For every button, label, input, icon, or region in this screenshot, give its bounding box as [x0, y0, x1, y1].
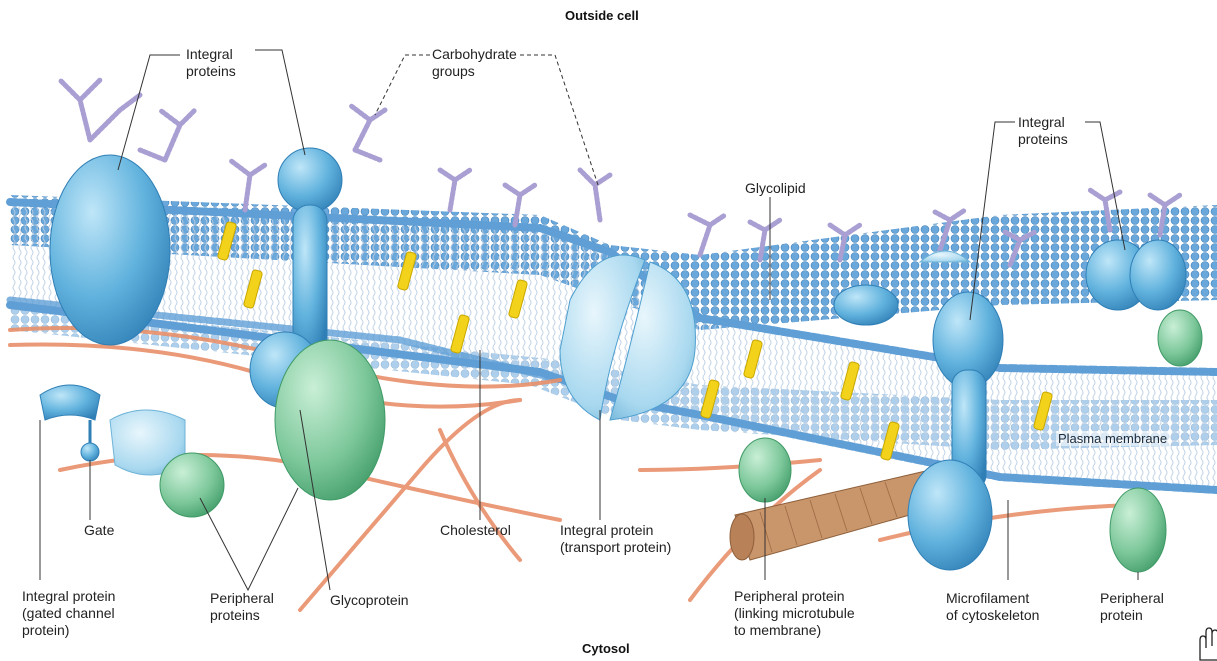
- integral-protein-large: [50, 155, 170, 345]
- label-integral-transport: Integral protein (transport protein): [560, 522, 671, 556]
- peripheral-protein-green-small: [160, 453, 224, 517]
- label-carbohydrate-groups: Carbohydrate groups: [432, 46, 517, 80]
- label-cholesterol: Cholesterol: [440, 522, 511, 539]
- peripheral-protein-green-large: [275, 340, 385, 500]
- peripheral-protein-right-upper: [1158, 310, 1202, 366]
- label-glycolipid: Glycolipid: [745, 180, 806, 197]
- label-glycoprotein: Glycoprotein: [330, 592, 409, 609]
- label-integral-proteins-left: Integral proteins: [186, 46, 236, 80]
- peripheral-protein-linking: [739, 438, 791, 502]
- label-plasma-membrane: Plasma membrane: [1056, 431, 1169, 446]
- peripheral-protein-right-lower: [1110, 488, 1166, 572]
- outside-cell-label: Outside cell: [565, 8, 639, 23]
- label-gate: Gate: [84, 522, 114, 539]
- integral-protein-far-right: [1086, 240, 1186, 310]
- hand-cursor-icon: [1200, 628, 1217, 660]
- label-microfilament: Microfilament of cytoskeleton: [946, 590, 1039, 624]
- label-peripheral-protein-right: Peripheral protein: [1100, 590, 1164, 624]
- label-peripheral-proteins: Peripheral proteins: [210, 590, 274, 624]
- label-integral-proteins-right: Integral proteins: [1018, 114, 1068, 148]
- label-peripheral-linking: Peripheral protein (linking microtubule …: [734, 588, 855, 639]
- cytosol-label: Cytosol: [582, 641, 630, 656]
- label-integral-gated-channel: Integral protein (gated channel protein): [22, 588, 115, 639]
- membrane-pore-protein: [834, 285, 898, 325]
